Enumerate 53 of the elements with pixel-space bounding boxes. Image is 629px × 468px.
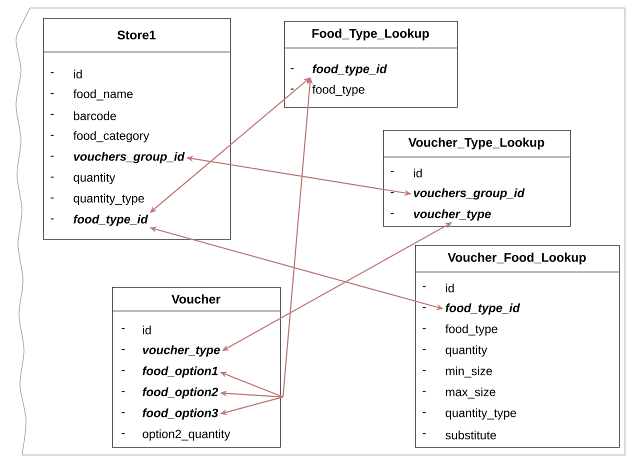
bullet-dash: - bbox=[50, 134, 54, 136]
key-field-text: voucher_type bbox=[142, 345, 220, 357]
field-text: id bbox=[446, 284, 454, 292]
key-field-text: vouchers_group_id bbox=[74, 152, 185, 164]
field-text: barcode bbox=[74, 111, 116, 120]
field-text: min_size bbox=[446, 366, 492, 378]
bullet-dash: - bbox=[422, 391, 426, 392]
field-text: max_size bbox=[446, 387, 496, 399]
field-text: food_type bbox=[445, 324, 498, 336]
key-field-text: voucher_type bbox=[414, 209, 491, 221]
bullet-dash: - bbox=[422, 412, 426, 414]
field-text: quantity_type bbox=[74, 194, 144, 205]
field-text: quantity_type bbox=[446, 408, 516, 420]
bullet-dash: - bbox=[390, 171, 394, 172]
field-text: food_category bbox=[73, 131, 150, 142]
bullet-dash: - bbox=[50, 93, 54, 94]
field-text: food_name bbox=[73, 89, 133, 100]
field-text: quantity bbox=[74, 172, 116, 184]
bullet-dash: - bbox=[50, 176, 54, 178]
bullet-dash: - bbox=[122, 391, 125, 392]
field-text: quantity bbox=[446, 345, 488, 357]
key-field-text: food_option3 bbox=[142, 408, 218, 420]
key-field-text: food_type_id bbox=[74, 214, 148, 226]
key-field-text: food_option1 bbox=[142, 366, 218, 378]
bullet-dash: - bbox=[422, 307, 426, 308]
bullet-dash: - bbox=[390, 192, 394, 194]
bullet-dash: - bbox=[422, 433, 426, 434]
bullet-dash: - bbox=[390, 213, 394, 214]
field-text: id bbox=[74, 70, 82, 78]
field-text: food_type bbox=[312, 84, 364, 96]
bullet-dash: - bbox=[50, 72, 54, 74]
key-field-text: vouchers_group_id bbox=[414, 188, 525, 200]
field-text: option2_quantity bbox=[142, 429, 230, 441]
bullet-dash: - bbox=[290, 68, 294, 70]
key-field-text: food_type_id bbox=[312, 64, 388, 76]
bullet-dash: - bbox=[122, 412, 125, 414]
field-text: id bbox=[143, 326, 151, 334]
bullet-dash: - bbox=[422, 370, 426, 372]
bullet-dash: - bbox=[50, 156, 54, 157]
key-field-text: food_option2 bbox=[142, 387, 218, 399]
field-text: id bbox=[414, 168, 422, 178]
bullet-dash: - bbox=[122, 328, 125, 330]
bullet-dash: - bbox=[422, 286, 426, 288]
bullet-dash: - bbox=[290, 88, 294, 90]
bullet-dash: - bbox=[50, 114, 54, 115]
bullet-dash: - bbox=[122, 349, 125, 350]
bullet-dash: - bbox=[122, 370, 125, 372]
field-text: substitute bbox=[446, 430, 496, 440]
bullet-dash: - bbox=[422, 328, 426, 330]
bullet-dash: - bbox=[50, 218, 54, 220]
bullet-dash: - bbox=[122, 433, 125, 434]
bullet-dash: - bbox=[422, 349, 426, 350]
key-field-text: food_type_id bbox=[446, 303, 520, 315]
